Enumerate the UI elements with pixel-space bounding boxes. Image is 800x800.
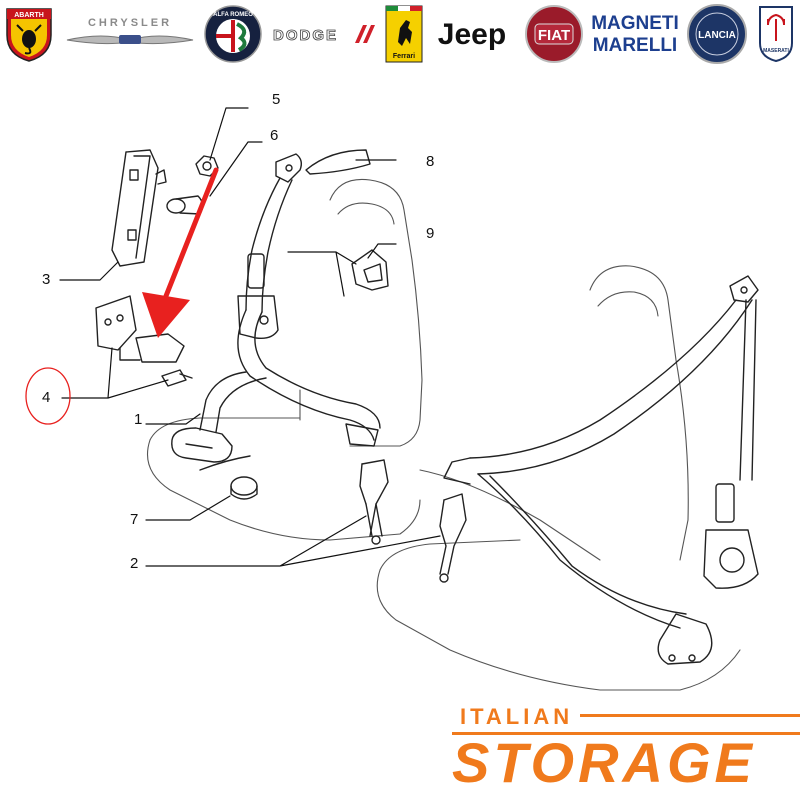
dodge-logo: DODGE: [270, 4, 376, 64]
seat-belt-parts-diagram: 1 2 3 4 5 6 7 8 9: [25, 91, 759, 691]
dodge-label: DODGE: [273, 27, 338, 44]
left-belt-assembly: [171, 153, 389, 545]
magneti-label: MAGNETI: [591, 13, 679, 34]
abarth-logo: ABARTH: [2, 4, 56, 64]
maserati-label: MASERATI: [763, 48, 789, 54]
left-seat-outline: [146, 178, 423, 541]
logo-stripe-top: [580, 714, 800, 717]
callout-6: 6: [270, 127, 278, 144]
brand-logo-strip: ABARTH CHRYSLER ALFA ROMEO DODGE: [0, 0, 800, 70]
lancia-label: LANCIA: [698, 30, 736, 41]
callout-4: 4: [42, 389, 50, 406]
alfa-romeo-label: ALFA ROMEO: [213, 12, 253, 18]
callout-9: 9: [426, 225, 434, 242]
ferrari-label: Ferrari: [393, 53, 415, 60]
callout-5: 5: [272, 91, 280, 108]
ferrari-horse-icon: [398, 20, 412, 46]
italian-storage-logo: ITALIAN STORAGE: [440, 700, 800, 800]
part-3-pillar-trim: [111, 149, 167, 267]
chrysler-logo: CHRYSLER: [62, 4, 198, 64]
right-seat-outline: [376, 265, 741, 691]
magneti-marelli-logo: MAGNETI MARELLI: [590, 4, 680, 64]
right-belt-assembly: [439, 275, 759, 665]
callout-8: 8: [426, 153, 434, 170]
part-5-nut: [195, 155, 219, 177]
abarth-label: ABARTH: [14, 12, 44, 19]
part-8-cover: [305, 149, 371, 175]
maserati-logo: MASERATI: [754, 4, 798, 64]
chrysler-label: CHRYSLER: [88, 17, 172, 29]
maserati-trident-icon: [767, 13, 785, 41]
jeep-label: Jeep: [438, 18, 506, 51]
fiat-logo: FIAT: [524, 4, 584, 64]
callout-3: 3: [42, 271, 50, 288]
red-arrow-highlight: [142, 167, 219, 338]
callout-2: 2: [130, 555, 138, 572]
logo-stripe-middle: [452, 732, 800, 735]
leader-lines: [59, 107, 441, 567]
part-9-guide: [351, 249, 389, 291]
italian-word: ITALIAN: [460, 704, 574, 729]
storage-word: STORAGE: [452, 731, 756, 794]
alfa-romeo-logo: ALFA ROMEO: [203, 4, 263, 64]
abarth-scorpion-icon: [16, 24, 42, 55]
ferrari-logo: Ferrari: [384, 4, 424, 64]
marelli-label: MARELLI: [593, 35, 677, 56]
callout-7: 7: [130, 511, 138, 528]
lancia-logo: LANCIA: [686, 4, 748, 64]
callout-4-highlight-circle: [25, 367, 71, 425]
callout-1: 1: [134, 411, 142, 428]
fiat-label: FIAT: [538, 27, 570, 44]
part-4-bracket: [95, 295, 193, 387]
jeep-logo: Jeep: [428, 4, 516, 64]
